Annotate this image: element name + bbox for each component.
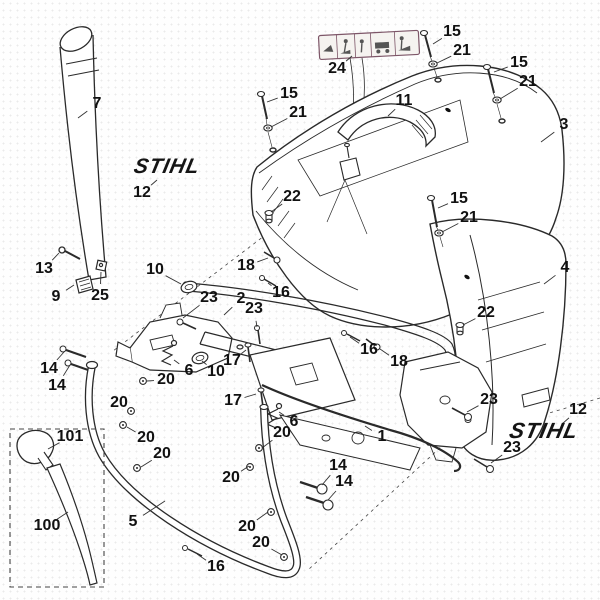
screw-13 — [58, 246, 81, 260]
lower-tube-5 — [84, 360, 301, 579]
peg-22-lower — [455, 321, 465, 336]
handle-11 — [337, 103, 436, 148]
screws-23 — [176, 318, 494, 473]
screws-15-washers-21 — [256, 29, 502, 248]
bag-frame-1 — [115, 302, 493, 473]
nut-25 — [95, 259, 108, 272]
stihl-logo-right: STIHL — [507, 418, 582, 443]
tube-100 — [46, 463, 98, 586]
inset-box — [9, 428, 105, 588]
bolts-18 — [263, 251, 381, 351]
grip-101 — [16, 429, 55, 471]
clamp-9 — [75, 275, 94, 294]
chute-tube-7 — [59, 26, 107, 281]
nuts-20 — [119, 377, 288, 561]
callout-leader-lines — [47, 38, 570, 561]
screws-16 — [182, 275, 361, 557]
grommet-10-lower — [191, 351, 209, 365]
hood-latch-detail — [326, 142, 368, 235]
peg-22-upper — [264, 209, 274, 224]
spring-6-left — [160, 339, 178, 366]
stihl-logo-left: STIHL — [131, 155, 203, 178]
spring-6-right — [265, 402, 283, 429]
grommet-10-upper — [180, 280, 198, 294]
bolts-14 — [59, 345, 334, 511]
